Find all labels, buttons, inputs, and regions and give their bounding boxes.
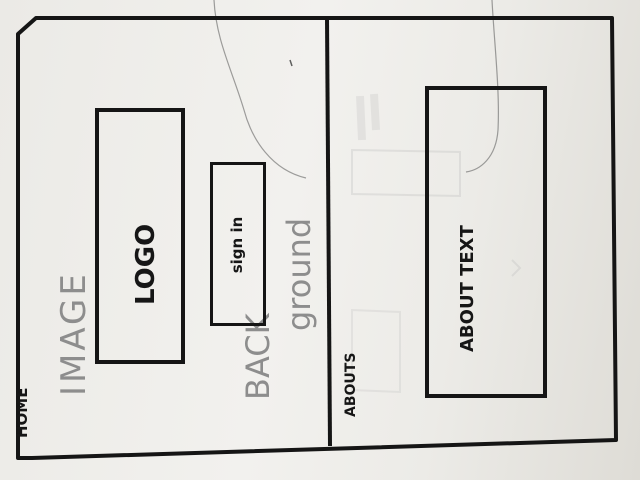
about-text: ABOUT TEXT <box>457 225 478 352</box>
logo-text: LOGO <box>131 223 161 305</box>
home-nav-label[interactable]: HOME <box>13 387 31 438</box>
logo-placeholder <box>95 108 185 364</box>
sign-in-label[interactable]: sign in <box>228 216 246 274</box>
about-text-box <box>425 86 547 398</box>
background-image-label-ground: ground <box>280 217 318 331</box>
sign-in-button[interactable] <box>210 162 266 326</box>
abouts-section-label[interactable]: ABOUTS <box>343 352 359 417</box>
background-image-label-back: BACK <box>239 313 277 400</box>
background-image-label: IMAGE <box>54 271 94 396</box>
